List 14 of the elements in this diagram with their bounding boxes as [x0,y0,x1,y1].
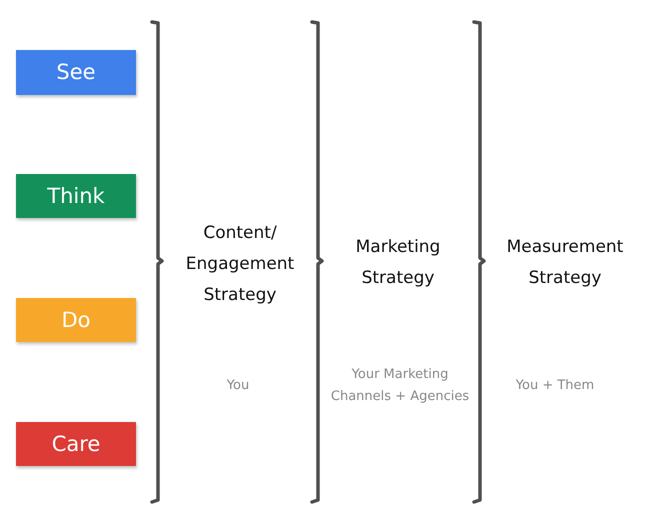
owner-note: You + Them [516,377,594,395]
stage-label: Care [52,432,100,456]
stage-label: See [56,60,96,85]
stage-box [16,50,136,95]
owner-note: You [226,377,250,395]
stage-label: Think [47,184,105,208]
strategy-heading: Content/ Engagement Strategy [184,222,296,307]
stage-label: Do [61,308,91,332]
strategy-heading: Marketing Strategy [354,236,442,290]
strategy-heading: Measurement Strategy [506,236,624,290]
stage-box [16,298,136,342]
owner-note: Your Marketing Channels + Agencies [330,366,470,406]
stage-box [16,174,136,218]
stage-box [16,422,136,466]
